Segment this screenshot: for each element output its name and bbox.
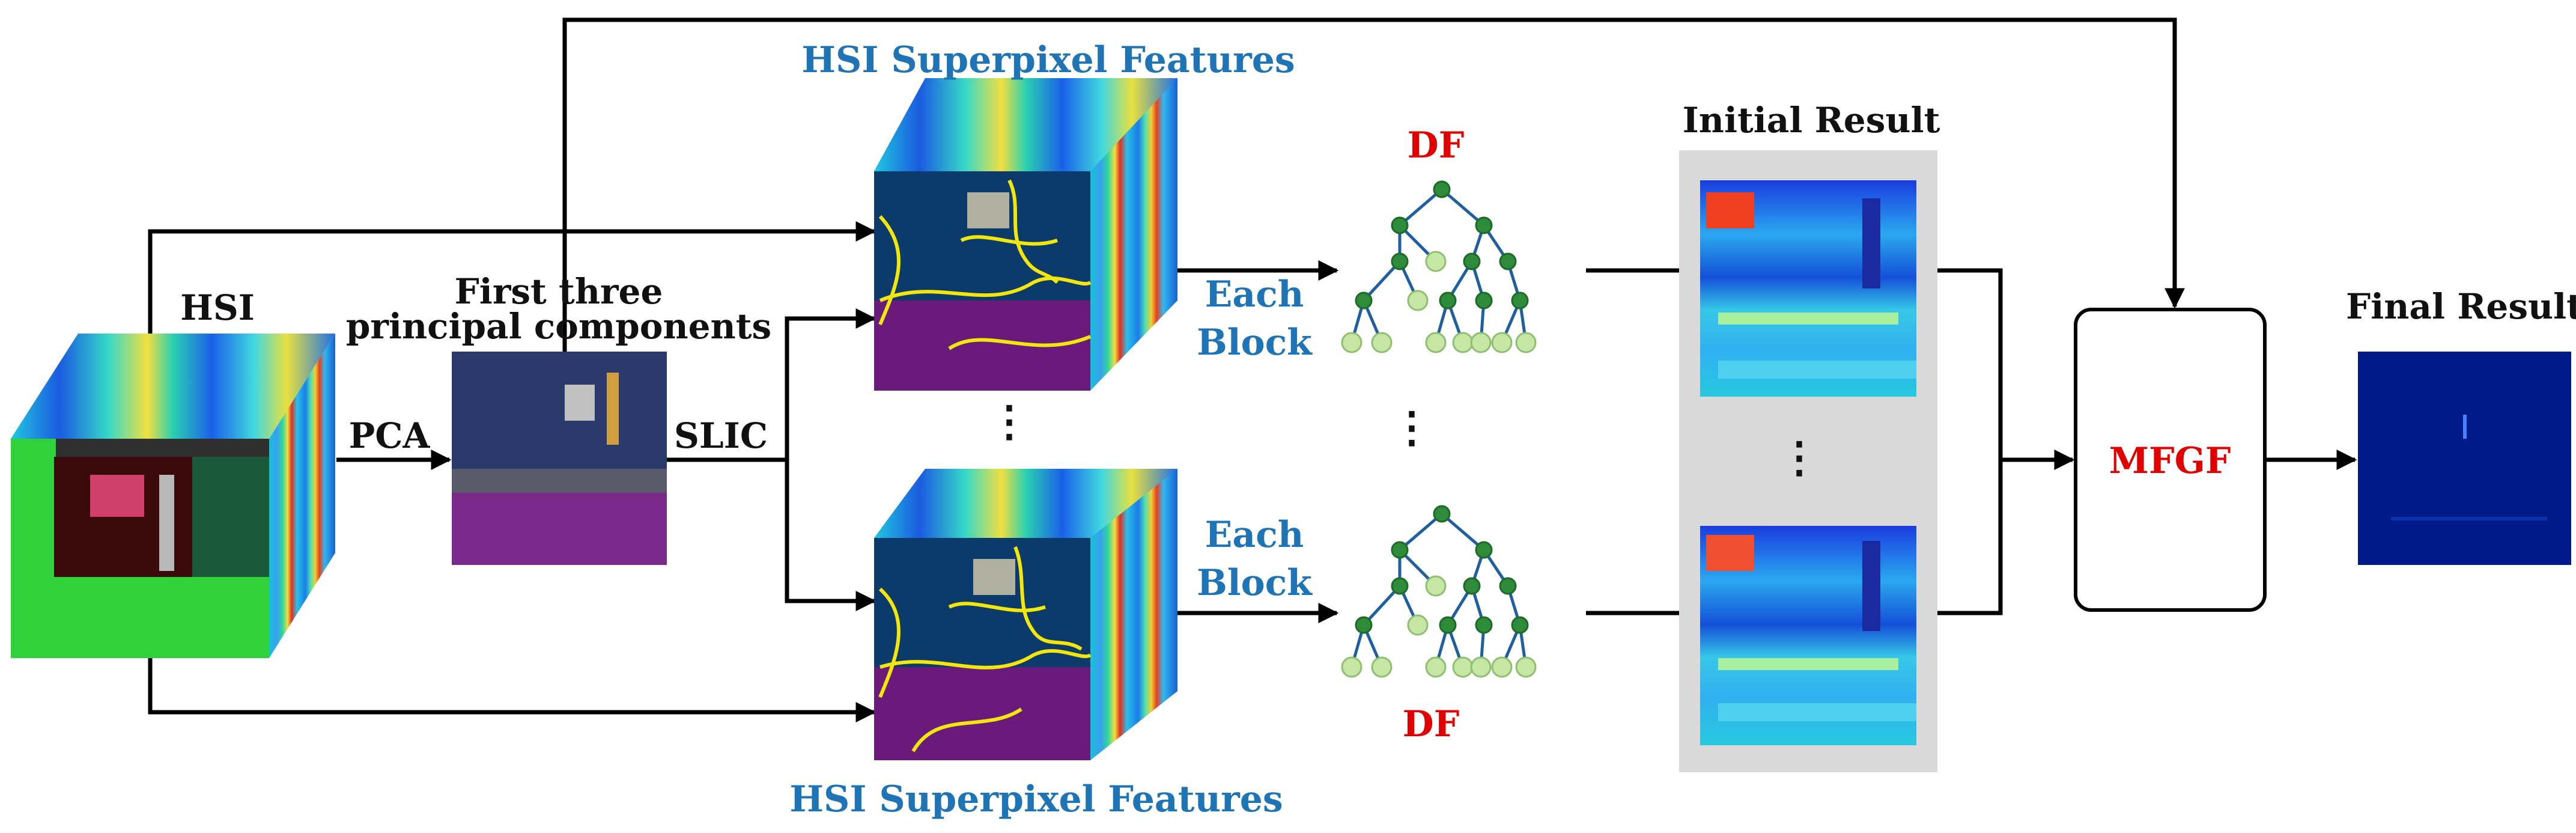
pca-components-image xyxy=(452,352,667,565)
hsi-cube-side xyxy=(269,334,335,658)
tree-internal-node xyxy=(1391,216,1409,234)
tree-internal-node xyxy=(1463,252,1481,270)
tree-edge xyxy=(1399,513,1443,551)
tree-leaf-node xyxy=(1491,656,1513,678)
tree-internal-node xyxy=(1475,216,1493,234)
tree-internal-node xyxy=(1463,577,1481,595)
mfgf-label: MFGF xyxy=(2109,440,2231,482)
tree-leaf-node xyxy=(1515,332,1537,353)
hsi-cube-top xyxy=(11,334,335,439)
each-block-label-bottom-line1: Each xyxy=(1205,514,1304,556)
tree-leaf-node xyxy=(1425,251,1447,272)
pca-output-label-line2: principal components xyxy=(346,306,771,347)
ellipsis-superpixel: ⋮ xyxy=(988,396,1030,446)
tree-internal-node xyxy=(1355,616,1373,634)
tree-internal-node xyxy=(1433,180,1451,198)
tree-edge xyxy=(1362,585,1401,626)
hsi-label: HSI xyxy=(180,287,255,328)
tree-leaf-node xyxy=(1371,656,1393,678)
tree-internal-node xyxy=(1439,291,1457,310)
initial-result-map-top xyxy=(1700,180,1916,397)
tree-internal-node xyxy=(1391,252,1409,270)
tree-internal-node xyxy=(1475,541,1493,559)
decision-tree-top xyxy=(1341,180,1537,353)
tree-internal-node xyxy=(1391,541,1409,559)
ellipsis-trees: ⋮ xyxy=(1391,402,1433,452)
hsi-cube xyxy=(11,334,335,658)
final-result-label: Final Result xyxy=(2346,286,2576,327)
initial-result-label: Initial Result xyxy=(1683,100,1940,141)
tree-leaf-node xyxy=(1425,575,1447,597)
tree-leaf-node xyxy=(1425,332,1447,353)
each-block-label-top-line1: Each xyxy=(1205,273,1304,316)
ellipsis-initial-results: ⋮ xyxy=(1778,432,1820,482)
tree-leaf-node xyxy=(1407,614,1429,636)
connectors xyxy=(148,17,2357,722)
tree-leaf-node xyxy=(1491,332,1513,353)
tree-leaf-node xyxy=(1470,332,1492,353)
tree-leaf-node xyxy=(1452,656,1474,678)
pca-label: PCA xyxy=(349,415,431,456)
tree-internal-node xyxy=(1433,505,1451,523)
final-result-map xyxy=(2358,352,2571,565)
mfgf-box xyxy=(2074,308,2267,612)
tree-leaf-node xyxy=(1407,290,1429,311)
initial-result-map-bottom xyxy=(1700,526,1916,745)
df-label-bottom: DF xyxy=(1403,703,1460,745)
slic-label: SLIC xyxy=(674,415,768,456)
tree-internal-node xyxy=(1511,616,1529,634)
tree-internal-node xyxy=(1439,616,1457,634)
tree-internal-node xyxy=(1355,291,1373,310)
tree-internal-node xyxy=(1511,291,1529,310)
superpixel-features-label-bottom: HSI Superpixel Features xyxy=(789,778,1283,820)
tree-leaf-node xyxy=(1371,332,1393,353)
tree-leaf-node xyxy=(1425,656,1447,678)
tree-leaf-node xyxy=(1341,656,1362,678)
superpixel-cube-top xyxy=(874,78,1177,391)
tree-edge xyxy=(1399,188,1443,227)
superpixel-features-label-top: HSI Superpixel Features xyxy=(801,39,1295,81)
each-block-label-top-line2: Block xyxy=(1197,322,1313,364)
decision-tree-bottom xyxy=(1341,505,1537,678)
tree-internal-node xyxy=(1475,616,1493,634)
tree-internal-node xyxy=(1391,577,1409,595)
tree-leaf-node xyxy=(1452,332,1474,353)
tree-leaf-node xyxy=(1515,656,1537,678)
tree-internal-node xyxy=(1499,252,1517,270)
tree-edge xyxy=(1441,513,1485,551)
pca-output-label-line1: First three xyxy=(455,271,663,312)
each-block-label-bottom-line2: Block xyxy=(1197,562,1313,604)
tree-leaf-node xyxy=(1341,332,1362,353)
tree-internal-node xyxy=(1499,577,1517,595)
tree-edge xyxy=(1362,260,1401,302)
superpixel-cube-bottom xyxy=(874,469,1177,760)
df-label-top: DF xyxy=(1408,124,1465,166)
tree-edge xyxy=(1441,188,1485,227)
tree-leaf-node xyxy=(1470,656,1492,678)
tree-internal-node xyxy=(1475,291,1493,310)
